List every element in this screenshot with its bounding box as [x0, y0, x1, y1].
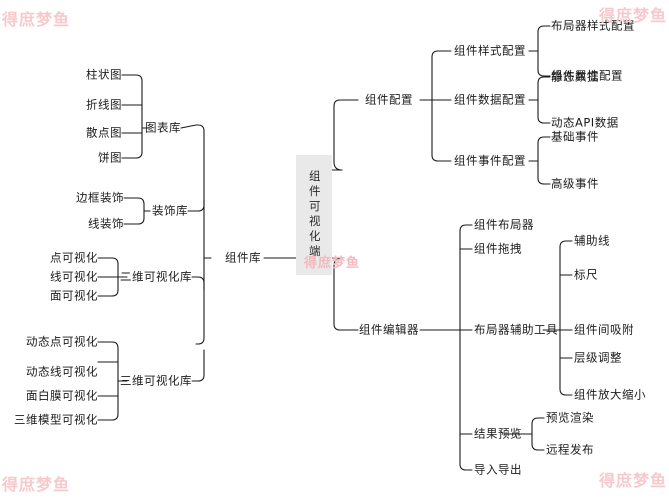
leaf-line-chart[interactable]: 折线图	[86, 97, 122, 112]
leaf-white-surface-visual[interactable]: 面白膜可视化	[26, 388, 98, 403]
leaf-ruler[interactable]: 标尺	[574, 267, 598, 282]
node-decoration-library[interactable]: 装饰库	[152, 203, 188, 218]
node-component-library[interactable]: 组件库	[225, 250, 261, 265]
leaf-dynamic-api-data[interactable]: 动态API数据	[551, 115, 619, 130]
leaf-static-data[interactable]: 静态数据	[551, 69, 599, 84]
node-layout-helper-tools[interactable]: 布局器辅助工具	[474, 322, 558, 337]
watermark-top-left: 得庶梦鱼	[2, 10, 71, 29]
node-component-editor[interactable]: 组件编辑器	[359, 322, 419, 337]
leaf-border-decoration[interactable]: 边框装饰	[76, 190, 124, 205]
leaf-guide-line[interactable]: 辅助线	[574, 233, 610, 248]
watermark-top-right: 得庶梦鱼	[598, 6, 667, 25]
leaf-bar-chart[interactable]: 柱状图	[86, 67, 122, 82]
leaf-point-visual[interactable]: 点可视化	[50, 250, 98, 265]
leaf-component-zoom[interactable]: 组件放大缩小	[574, 387, 646, 402]
node-component-config[interactable]: 组件配置	[365, 92, 413, 107]
node-result-preview[interactable]: 结果预览	[474, 426, 522, 441]
leaf-surface-visual[interactable]: 面可视化	[50, 288, 98, 303]
watermark-bottom-left: 得庶梦鱼	[2, 475, 71, 494]
leaf-pie-chart[interactable]: 饼图	[98, 150, 122, 165]
leaf-remote-publish[interactable]: 远程发布	[546, 442, 594, 457]
leaf-dynamic-point-visual[interactable]: 动态点可视化	[26, 334, 98, 349]
leaf-preview-render[interactable]: 预览渲染	[546, 410, 594, 425]
node-2d-visual-library[interactable]: 二维可视化库	[120, 269, 192, 284]
leaf-scatter-chart[interactable]: 散点图	[86, 125, 122, 140]
leaf-basic-event[interactable]: 基础事件	[551, 129, 599, 144]
leaf-3d-model-visual[interactable]: 三维模型可视化	[14, 412, 98, 427]
leaf-line-visual[interactable]: 线可视化	[50, 269, 98, 284]
watermark-center: 得庶梦鱼	[304, 256, 361, 271]
leaf-layout-style-config[interactable]: 布局器样式配置	[551, 18, 635, 33]
leaf-advanced-event[interactable]: 高级事件	[551, 176, 599, 191]
watermark-bottom-right: 得庶梦鱼	[598, 471, 667, 490]
leaf-component-layout-tool[interactable]: 组件布局器	[474, 217, 534, 232]
node-component-data-config[interactable]: 组件数据配置	[454, 92, 526, 107]
root-node-box[interactable]: 组件可视化端	[296, 155, 332, 275]
leaf-component-drag[interactable]: 组件拖拽	[474, 241, 522, 256]
node-chart-library[interactable]: 图表库	[145, 120, 181, 135]
node-component-event-config[interactable]: 组件事件配置	[454, 153, 526, 168]
leaf-component-property-config[interactable]: 组件属性配置	[551, 68, 623, 83]
leaf-layer-adjust[interactable]: 层级调整	[574, 350, 622, 365]
leaf-import-export[interactable]: 导入导出	[474, 462, 522, 477]
node-3d-visual-library[interactable]: 三维可视化库	[120, 373, 192, 388]
root-node-label: 组件可视化端	[307, 170, 322, 260]
leaf-dynamic-line-visual[interactable]: 动态线可视化	[26, 364, 98, 379]
node-component-style-config[interactable]: 组件样式配置	[454, 43, 526, 58]
leaf-component-snap[interactable]: 组件间吸附	[574, 322, 634, 337]
leaf-line-decoration[interactable]: 线装饰	[88, 216, 124, 231]
